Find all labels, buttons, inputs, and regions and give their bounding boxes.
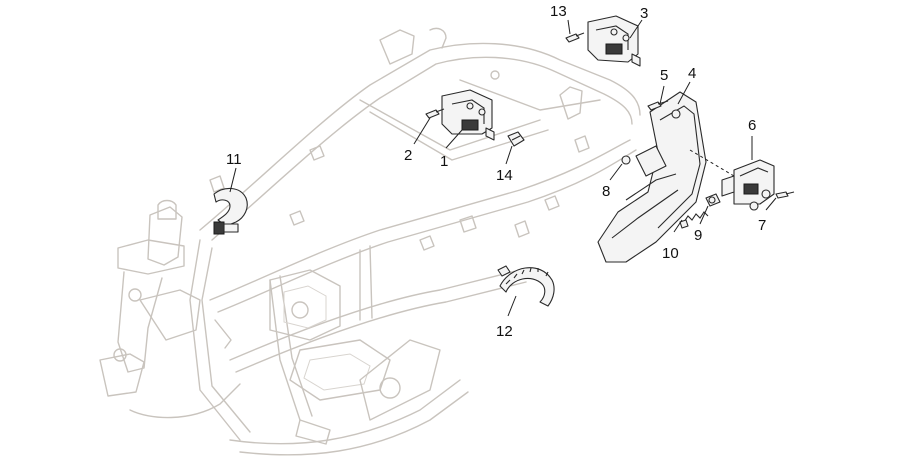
leader-12 — [507, 295, 517, 317]
leader-8 — [609, 163, 623, 181]
leader-2 — [413, 117, 431, 145]
callout-11: 11 — [226, 151, 242, 168]
part-screw-13 — [565, 32, 585, 43]
leader-14 — [505, 145, 513, 165]
callout-8: 8 — [602, 183, 610, 200]
callout-7: 7 — [758, 217, 766, 234]
part-screw-7 — [775, 191, 795, 199]
callout-9: 9 — [694, 227, 702, 244]
leader-1 — [445, 129, 463, 149]
callout-labels: 1 2 3 4 5 6 7 8 9 10 11 12 13 14 — [226, 3, 766, 340]
part-spring-10 — [679, 211, 709, 229]
part-screw-2 — [425, 108, 445, 119]
leader-lines — [229, 19, 777, 317]
callout-3: 3 — [640, 5, 648, 22]
part-seat-lock-center — [441, 89, 495, 141]
callout-5: 5 — [660, 67, 668, 84]
assembly-axis-6 — [689, 149, 735, 177]
callout-10: 10 — [662, 245, 679, 262]
callout-4: 4 — [688, 65, 696, 82]
leader-10 — [673, 219, 683, 233]
callout-13: 13 — [550, 3, 567, 20]
scooter-frame — [99, 27, 641, 456]
part-actuator-6 — [721, 159, 775, 211]
leader-9 — [699, 205, 709, 225]
callout-1: 1 — [440, 153, 448, 170]
callout-6: 6 — [748, 117, 756, 134]
part-bracket-4 — [597, 91, 707, 263]
part-clamp-11 — [213, 187, 248, 235]
callout-2: 2 — [404, 147, 412, 164]
callout-12: 12 — [496, 323, 513, 340]
leader-5 — [659, 85, 665, 105]
leader-4 — [677, 81, 691, 105]
leader-3 — [629, 19, 643, 39]
callout-14: 14 — [496, 167, 513, 184]
leader-7 — [765, 197, 777, 211]
part-connector-9 — [705, 193, 721, 207]
leader-13 — [567, 19, 571, 35]
part-seat-lock-top — [587, 15, 641, 67]
leader-11 — [229, 167, 237, 193]
part-band-clamp-12 — [497, 265, 555, 307]
part-nut-8 — [621, 155, 631, 165]
part-clip-14 — [507, 131, 525, 147]
